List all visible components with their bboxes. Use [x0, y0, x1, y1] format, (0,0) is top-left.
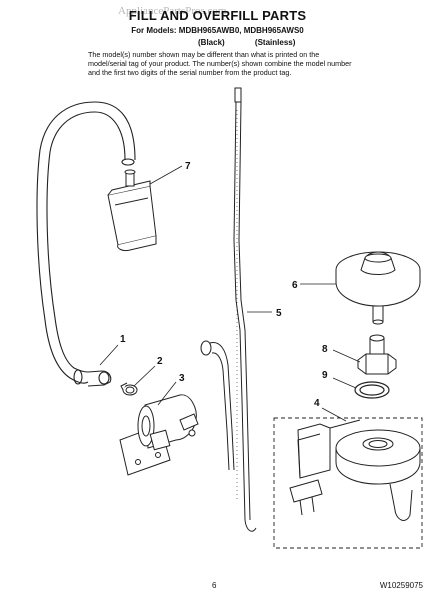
- clamp-part-2: [120, 382, 138, 396]
- water-valve-part-3: [119, 394, 199, 476]
- callout-6: 6: [292, 280, 298, 291]
- callout-2: 2: [157, 356, 163, 367]
- fill-assembly-part-4: [273, 417, 423, 549]
- variant-stainless: (Stainless): [254, 38, 296, 47]
- float-cap-part-6: [335, 251, 421, 325]
- page-title: FILL AND OVERFILL PARTS: [128, 8, 307, 23]
- model-note: The model(s) number shown may be differe…: [88, 50, 352, 78]
- leader-4: [321, 407, 347, 422]
- callout-9: 9: [322, 370, 328, 381]
- document-code: W10259075: [379, 581, 423, 590]
- gasket-part-9: [354, 381, 390, 399]
- leader-9: [332, 377, 357, 389]
- model-variants: (Black) (Stainless): [198, 38, 323, 47]
- callout-3: 3: [179, 373, 185, 384]
- leader-3: [157, 381, 177, 406]
- watermark: AppliancePartsPros.com: [118, 5, 227, 17]
- variant-black: (Black): [198, 38, 225, 47]
- tube-part-5: [233, 87, 257, 532]
- leader-2: [133, 365, 156, 387]
- float-switch-part-7: [107, 169, 157, 251]
- page-number: 6: [212, 581, 217, 590]
- models-line: For Models: MDBH965AWB0, MDBH965AWS0: [131, 26, 304, 35]
- hose-part-1: [36, 101, 136, 387]
- callout-7: 7: [185, 161, 191, 172]
- callout-5: 5: [276, 308, 282, 319]
- callout-1: 1: [120, 334, 126, 345]
- leader-lines: [99, 165, 361, 422]
- small-tube: [200, 340, 235, 471]
- leader-7: [149, 165, 183, 185]
- leader-8: [332, 349, 361, 363]
- leader-1: [99, 344, 119, 366]
- callout-4: 4: [314, 398, 320, 409]
- callout-8: 8: [322, 344, 328, 355]
- stem-nut-part-8: [357, 334, 397, 375]
